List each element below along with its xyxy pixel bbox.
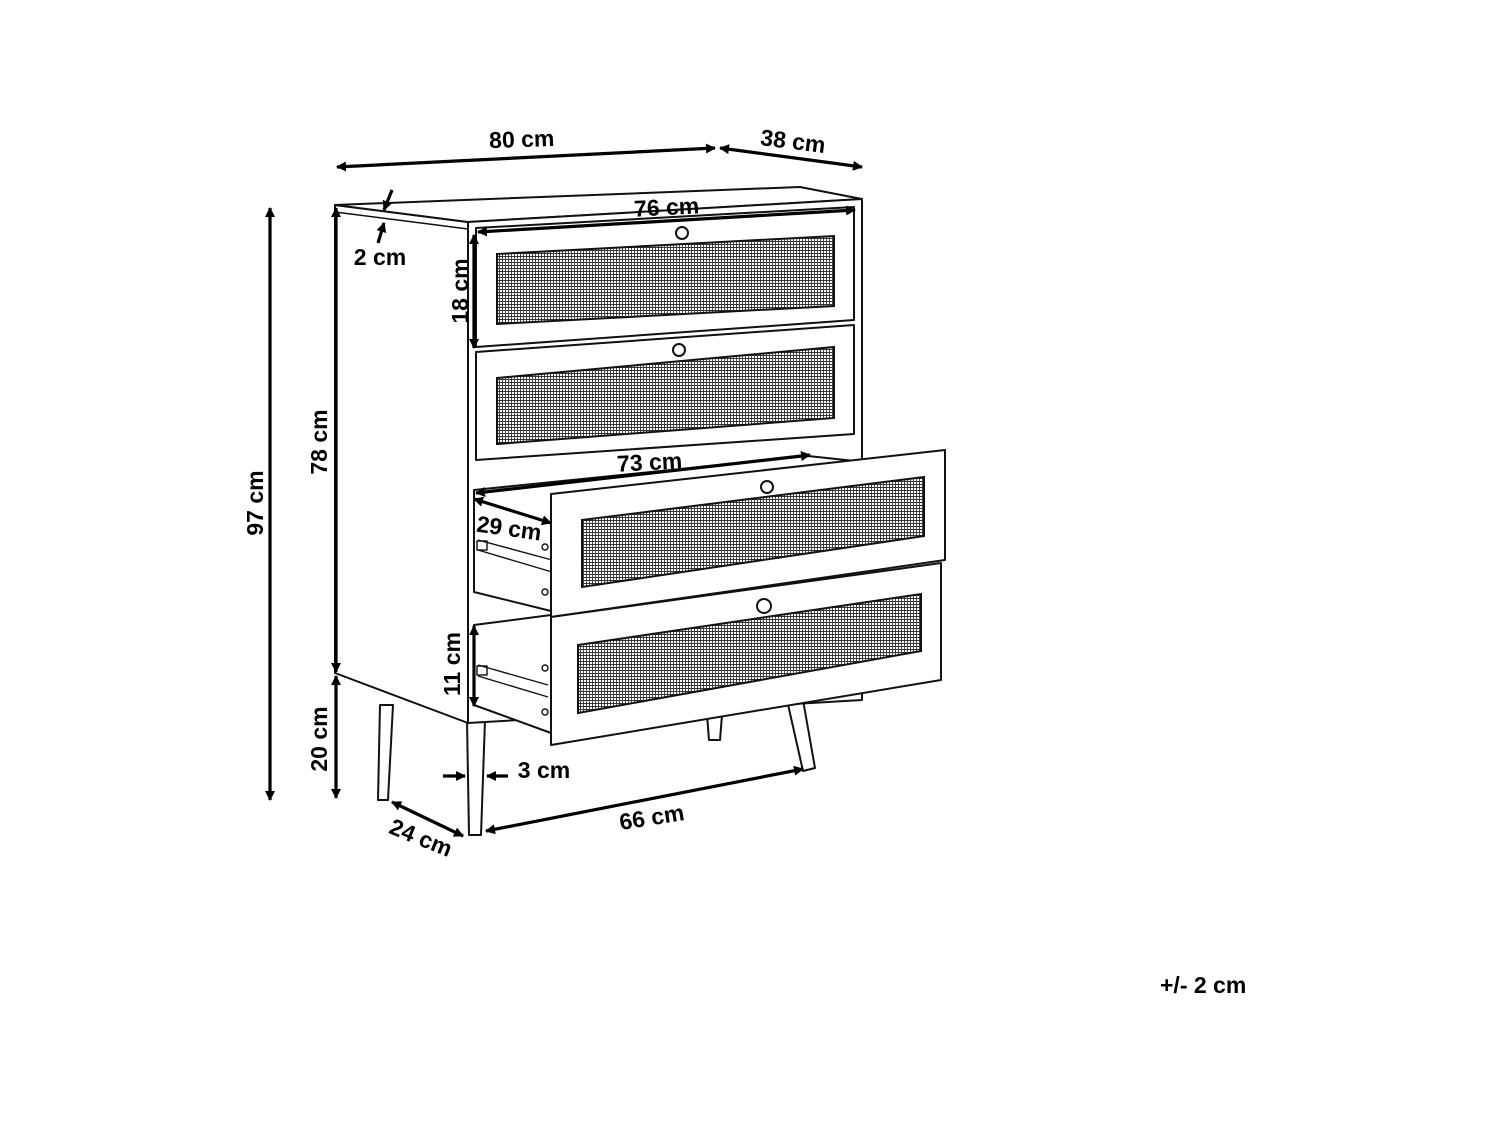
dim-line-width (336, 143, 716, 172)
drawer-3-screw-a (541, 543, 549, 551)
cabinet-drawing (334, 186, 946, 836)
dim-line-top-thickness-a (382, 189, 394, 211)
label-drawer-inner-width: 73 cm (616, 447, 682, 476)
label-depth: 38 cm (759, 124, 827, 158)
leg-back-left (377, 704, 394, 801)
label-inner-width: 76 cm (633, 192, 699, 221)
label-top-thickness: 2 cm (354, 244, 406, 270)
label-body-height: 78 cm (306, 409, 332, 474)
dim-line-drawer-inner-depth (473, 496, 552, 526)
drawer-1-knob (675, 226, 689, 240)
dim-line-leg-span-width (485, 765, 804, 835)
drawer-3-knob (760, 480, 774, 494)
drawer-2-rattan-panel (496, 345, 835, 446)
label-drawer-height: 18 cm (447, 258, 473, 323)
drawer-4-slide (477, 664, 549, 698)
dim-line-leg-span-depth (391, 800, 464, 838)
drawer-1-rattan-panel (496, 234, 835, 326)
leg-front-left (466, 719, 486, 836)
drawer-2-knob (672, 343, 686, 357)
label-leg-height: 20 cm (306, 706, 332, 771)
leg-front-right (786, 699, 816, 772)
drawer-3-screw-b (541, 588, 549, 596)
label-leg-span-depth: 24 cm (386, 813, 456, 862)
dim-line-depth (719, 144, 863, 171)
drawer-4-screw-b (541, 708, 549, 716)
dim-line-top-thickness-b (376, 222, 387, 244)
drawer-4-screw-a (541, 664, 549, 672)
dimension-lines (265, 143, 863, 838)
label-width: 80 cm (489, 125, 555, 153)
tolerance-note: +/- 2 cm (1160, 972, 1247, 998)
drawer-3-slide-plate (476, 540, 488, 551)
label-total-height: 97 cm (242, 470, 268, 535)
cabinet-top-edge (334, 211, 469, 230)
drawer-4-knob (756, 598, 772, 614)
label-drawer-inner-height: 11 cm (439, 632, 465, 696)
dim-line-drawer-inner-width (475, 451, 811, 497)
drawer-4-rattan-panel (577, 592, 922, 715)
dim-line-inner-width (477, 205, 856, 237)
drawer-3-slide (477, 539, 553, 573)
label-leg-diameter: 3 cm (518, 757, 570, 783)
